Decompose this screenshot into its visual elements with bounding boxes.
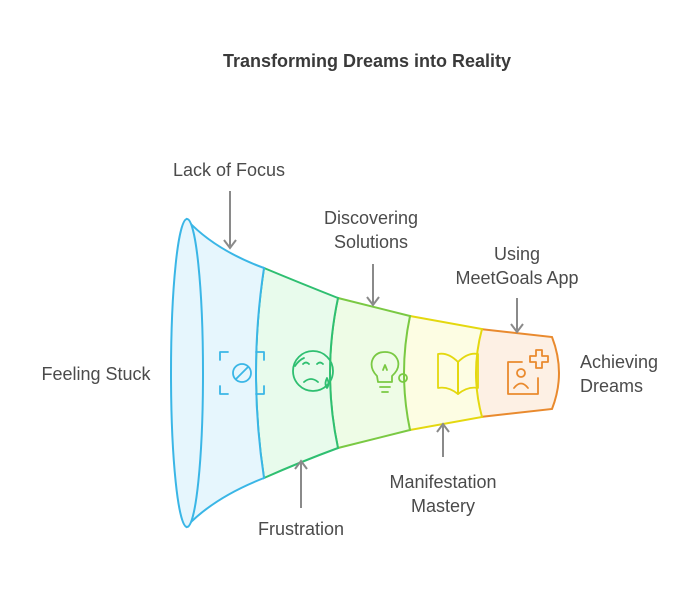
arrow-using-meetgoals-app bbox=[510, 298, 524, 334]
arrow-lack-of-focus bbox=[223, 191, 237, 250]
arrow-discovering-solutions bbox=[366, 264, 380, 307]
funnel-mouth bbox=[170, 218, 204, 528]
label-manifestation-mastery-line1: Manifestation bbox=[389, 472, 496, 492]
no-focus-icon bbox=[219, 351, 265, 395]
funnel bbox=[170, 217, 560, 529]
label-manifestation-mastery-line2: Mastery bbox=[411, 496, 475, 516]
frustrated-face-icon bbox=[292, 350, 334, 392]
lightbulb-icon bbox=[370, 351, 408, 393]
segment-lack-of-focus bbox=[186, 217, 266, 529]
segment-frustration bbox=[255, 266, 340, 480]
label-achieving-dreams-line2: Dreams bbox=[580, 376, 643, 396]
label-frustration: Frustration bbox=[258, 519, 344, 539]
arrow-frustration bbox=[294, 459, 308, 508]
arrow-manifestation-mastery bbox=[436, 422, 450, 457]
segment-manifestation-mastery bbox=[402, 314, 484, 432]
app-profile-icon bbox=[507, 349, 549, 395]
label-discovering-solutions-line1: Discovering bbox=[324, 208, 418, 228]
open-book-icon bbox=[437, 352, 479, 395]
label-feeling-stuck: Feeling Stuck bbox=[41, 364, 151, 384]
segment-discovering-solutions bbox=[329, 296, 412, 450]
label-discovering-solutions-line2: Solutions bbox=[334, 232, 408, 252]
diagram-title: Transforming Dreams into Reality bbox=[223, 51, 511, 71]
label-using-meetgoals-line1: Using bbox=[494, 244, 540, 264]
label-achieving-dreams-line1: Achieving bbox=[580, 352, 658, 372]
label-lack-of-focus: Lack of Focus bbox=[173, 160, 285, 180]
label-using-meetgoals-line2: MeetGoals App bbox=[455, 268, 578, 288]
